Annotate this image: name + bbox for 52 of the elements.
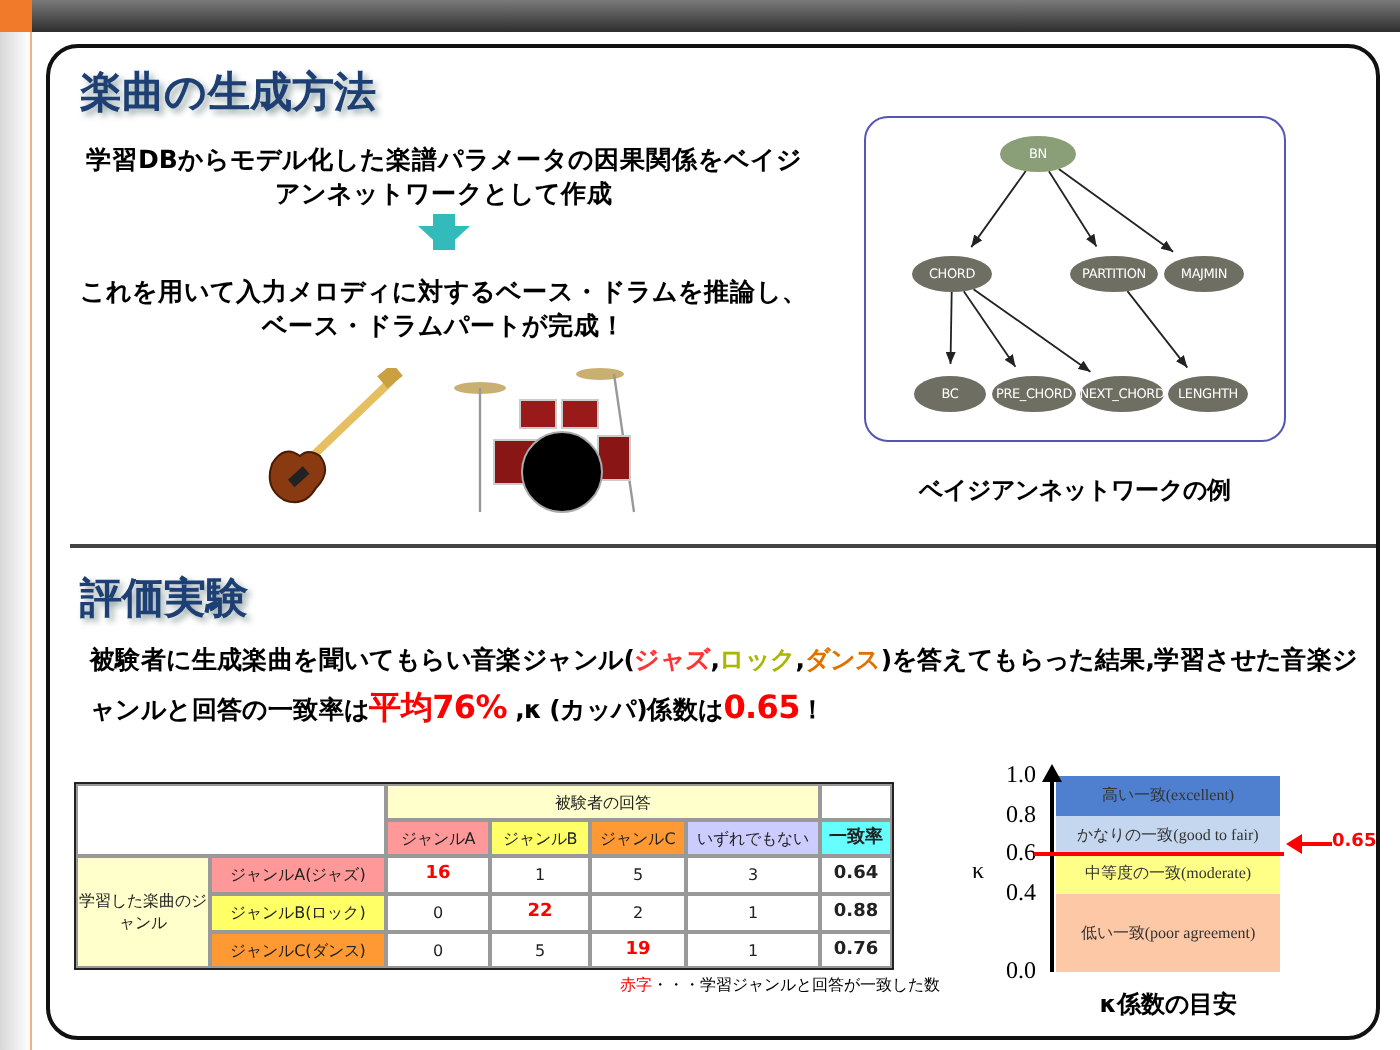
arrow [962,290,1017,368]
table-cell: 一致率 [820,820,892,856]
arrow [970,170,1027,248]
table-cell: 0.76 [820,932,892,968]
description-text: これを用いて入力メロディに対するベース・ドラムを推論し、ベース・ドラムパートが完成！ [78,274,810,342]
body-paragraph: 被験者に生成楽曲を聞いてもらい音楽ジャンル(ジャズ,ロック,ダンス)を答えてもらった結果,学習させた音楽ジャンルと回答の一致率は平均76% ,κ (カッパ)係数は0.65！ [90,642,1360,730]
table-cell: ジャンルB [490,820,590,856]
block-arrow [418,214,470,250]
tick-label: 0.4 [1004,877,1036,908]
arrow [1126,290,1189,369]
figure-caption: ベイジアンネットワークの例 [916,474,1233,508]
arrow [1048,170,1098,248]
section-heading: 評価実験 [80,572,248,626]
table-cell: 0 [386,932,490,968]
table-cell: 5 [490,932,590,968]
table-cell: 1 [686,894,820,932]
arrow [1057,168,1175,253]
tick-label: 0.0 [1004,956,1036,986]
table-cell: 1 [490,856,590,894]
tick-label: 0.6 [1004,838,1036,869]
table-cell: 2 [590,894,686,932]
table-cell: 被験者の回答 [386,784,820,820]
table-cell: 19 [590,932,686,968]
axis-label: κ [972,856,987,888]
scale-band: 低い一致(poor agreement) [1056,893,1280,972]
table-cell: 0.88 [820,894,892,932]
table-cell: ジャンルA [386,820,490,856]
tick-label: 1.0 [1004,760,1036,790]
table-cell: 22 [490,894,590,932]
table-cell: 3 [686,856,820,894]
description-text: 学習DBからモデル化した楽譜パラメータの因果関係をベイジアンネットワークとして作成 [84,142,804,210]
table-cell: 16 [386,856,490,894]
table-cell: ジャンルA(ジャズ) [210,856,386,894]
table-cell: ジャンルC [590,820,686,856]
table-cell: いずれでもない [686,820,820,856]
arrow [945,291,956,365]
arrow [972,288,1092,373]
table-cell: 5 [590,856,686,894]
table-cell: 0 [386,894,490,932]
table-cell: 0.64 [820,856,892,894]
footnote: 赤字・・・学習ジャンルと回答が一致した数 [618,974,940,996]
table-cell: ジャンルB(ロック) [210,894,386,932]
table-cell: 1 [686,932,820,968]
tick-label: 0.8 [1004,799,1036,830]
scale-band: 中等度の一致(moderate) [1056,854,1280,894]
scale-band: かなりの一致(good to fair) [1056,815,1280,855]
value-label: 0.65 [1332,832,1377,853]
table-cell: 学習した楽曲のジャンル [76,856,210,968]
table-cell: ジャンルC(ダンス) [210,932,386,968]
section-heading: 楽曲の生成方法 [80,66,376,120]
scale-caption: κ係数の目安 [1097,988,1239,1022]
scale-band: 高い一致(excellent) [1056,776,1280,816]
